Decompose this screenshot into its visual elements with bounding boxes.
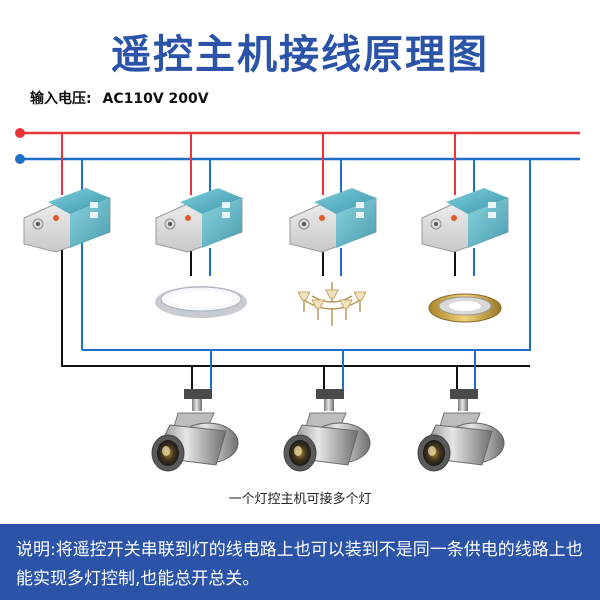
supply-wires	[15, 128, 580, 164]
live-terminal	[15, 128, 25, 138]
page-title: 遥控主机接线原理图	[111, 32, 489, 78]
note-panel: 说明:将遥控开关串联到灯的线电路上也可以装到不是同一条供电的线路上也能实现多灯控…	[0, 524, 600, 600]
remote-module-4	[421, 187, 509, 253]
neutral-terminal	[15, 154, 25, 164]
spotlight-3	[417, 388, 505, 472]
drop-wires	[61, 133, 475, 350]
remote-module-2	[155, 187, 243, 253]
spotlight-2	[283, 388, 371, 472]
spotlight-1	[151, 388, 239, 472]
lamp-wires	[190, 248, 475, 276]
ceiling-lamp-icon	[155, 286, 247, 318]
remote-module-3	[289, 187, 377, 253]
spotlight-loop-wires	[61, 158, 531, 395]
input-voltage-label: 输入电压:	[30, 91, 92, 107]
remote-module-1	[23, 187, 111, 253]
input-voltage-values: AC110V 200V	[102, 91, 209, 107]
input-voltage: 输入电压: AC110V 200V	[30, 88, 215, 108]
note-text: 说明:将遥控开关串联到灯的线电路上也可以装到不是同一条供电的线路上也能实现多灯控…	[16, 540, 583, 589]
chandelier-icon	[297, 282, 367, 326]
diagram-caption: 一个灯控主机可接多个灯	[228, 492, 372, 507]
downlight-icon	[428, 293, 502, 323]
